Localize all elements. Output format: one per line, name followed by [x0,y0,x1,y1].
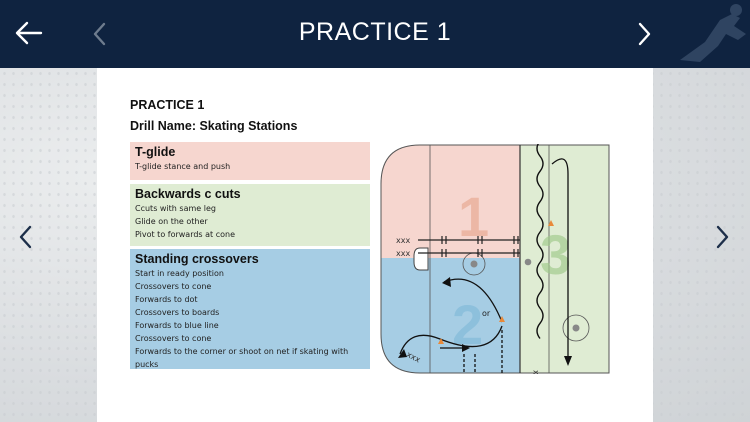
chevron-right-icon[interactable] [712,223,732,251]
crossover-path-lower [399,325,503,355]
station-title: Standing crossovers [135,252,259,266]
skate-path-long [551,158,569,362]
net [413,247,429,271]
station-number-1: 1 [458,185,489,248]
players-marker: xxx [532,370,541,374]
station-step: Crossovers to cone [135,334,212,343]
station-box-backwards-c-cuts: Backwards c cuts Ccuts with same leg Gli… [130,184,370,246]
chevron-left-icon[interactable] [16,223,36,251]
station-step: Forwards to the corner or shoot on net i… [135,347,349,369]
document-page: PRACTICE 1 Drill Name: Skating Stations … [97,68,653,422]
station-title: Backwards c cuts [135,187,241,201]
drill-name: Drill Name: Skating Stations [130,119,298,133]
station-step: Crossovers to cone [135,282,212,291]
players-marker: xxx [396,249,410,258]
station-number-2: 2 [452,293,483,356]
chevron-right-icon[interactable] [634,20,654,48]
cone [548,220,554,226]
c-cut-path [536,144,544,339]
chevron-left-icon[interactable] [90,20,110,48]
station-number-3: 3 [540,223,571,286]
players-marker: xxx [396,236,410,245]
or-label: or [482,309,491,318]
hockey-player-logo-icon [680,4,746,62]
station-step: Glide on the other [135,217,208,226]
station-title: T-glide [135,145,176,159]
station-step: Ccuts with same leg [135,204,216,213]
crossover-path [443,278,503,323]
station-step: Pivot to forwards at cone [135,230,236,239]
station-step: Forwards to blue line [135,321,219,330]
top-bar: PRACTICE 1 [0,0,750,68]
station-box-standing-crossovers: Standing crossovers Start in ready posit… [130,249,370,369]
arrow-left-icon[interactable] [14,18,44,48]
station-step: Forwards to dot [135,295,198,304]
station-step: T-glide stance and push [135,162,231,171]
zone-1 [381,145,520,258]
document-heading: PRACTICE 1 [130,98,205,112]
station-step: Start in ready position [135,269,224,278]
page-title: PRACTICE 1 [298,18,452,46]
rink-diagram: 1 3 2 xxx xxx xxx [380,144,610,374]
station-step: Crossovers to boards [135,308,220,317]
zone-2 [520,145,609,373]
station-box-t-glide: T-glide T-glide stance and push [130,142,370,180]
